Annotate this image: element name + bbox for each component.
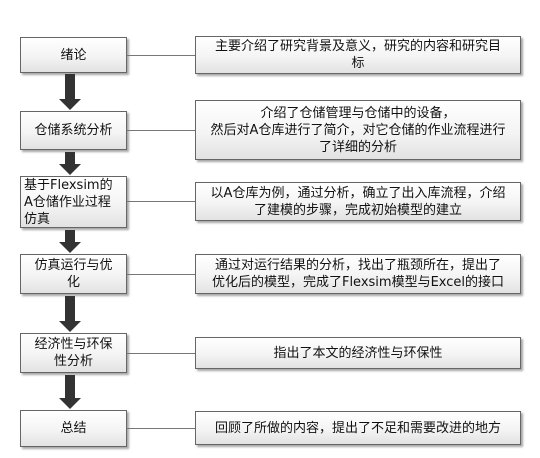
step-label: 仓储系统分析 — [34, 122, 112, 139]
step-label: 总结 — [60, 420, 86, 437]
step-label-line: 仿真 — [24, 211, 51, 227]
connector-line — [127, 353, 195, 354]
connector-line — [127, 274, 195, 275]
step-label-line: 绪论 — [60, 47, 87, 63]
down-arrow-icon — [59, 152, 81, 175]
description-box-flexsim-simulation: 以A仓库为例，通过分析，确立了出入库流程，介绍 了建模的步骤，完成初始模型的建立 — [195, 182, 521, 221]
step-label-line: A仓储作业过程 — [24, 194, 111, 210]
description-line: 然后对A仓库进行了简介，对它仓储的作业流程进行 — [210, 122, 506, 138]
description-line: 了建模的步骤，完成初始模型的建立 — [253, 202, 462, 218]
description-box-conclusion: 回顾了所做的内容，提出了不足和需要改进的地方 — [195, 411, 521, 445]
description-line: 回顾了所做的内容，提出了不足和需要改进的地方 — [214, 420, 501, 436]
connector-line — [127, 428, 195, 429]
step-label-line: 仓储系统分析 — [34, 123, 113, 138]
description-box-simulation-optimization: 通过对运行结果的分析，找出了瓶颈所在，提出了 优化后的模型，完成了Flexsim… — [195, 254, 521, 294]
step-label: 绪论 — [60, 47, 86, 64]
step-label: 仿真运行与优 化 — [34, 257, 112, 291]
step-box-flexsim-simulation: 基于Flexsim的 A仓储作业过程 仿真 — [20, 176, 127, 228]
step-label-line: 化 — [66, 275, 80, 290]
step-box-warehouse-analysis: 仓储系统分析 — [20, 111, 127, 150]
connector-line — [127, 201, 195, 202]
description-text: 回顾了所做的内容，提出了不足和需要改进的地方 — [215, 420, 501, 437]
step-label-line: 经济性与环保 — [34, 337, 113, 352]
description-line: 标 — [351, 56, 365, 71]
step-label-line: 仿真运行与优 — [34, 258, 113, 273]
description-text: 介绍了仓储管理与仓储中的设备， 然后对A仓库进行了简介，对它仓储的作业流程进行 … — [211, 105, 506, 156]
description-line: 主要介绍了研究背景及意义，研究的内容和研究目 — [214, 39, 501, 54]
step-box-economic-environmental: 经济性与环保 性分析 — [20, 333, 127, 373]
description-box-economic-environmental: 指出了本文的经济性与环保性 — [195, 337, 521, 369]
down-arrow-icon — [59, 74, 81, 110]
description-line: 以A仓库为例，通过分析，确立了出入库流程，介绍 — [210, 185, 506, 201]
down-arrow-icon — [59, 230, 81, 253]
description-line: 了详细的分析 — [318, 139, 397, 155]
step-box-introduction: 绪论 — [20, 37, 127, 73]
step-label-line: 基于Flexsim的 — [24, 177, 113, 193]
connector-line — [127, 55, 195, 56]
description-text: 以A仓库为例，通过分析，确立了出入库流程，介绍 了建模的步骤，完成初始模型的建立 — [211, 185, 506, 219]
description-text: 主要介绍了研究背景及意义，研究的内容和研究目 标 — [215, 38, 501, 72]
description-line: 通过对运行结果的分析，找出了瓶颈所在，提出了 — [214, 258, 501, 273]
step-box-simulation-optimization: 仿真运行与优 化 — [20, 254, 127, 294]
description-line: 指出了本文的经济性与环保性 — [273, 345, 443, 361]
connector-line — [127, 130, 195, 131]
step-label: 基于Flexsim的 A仓储作业过程 仿真 — [24, 177, 113, 228]
step-label-line: 总结 — [60, 421, 87, 436]
step-box-conclusion: 总结 — [20, 410, 127, 447]
down-arrow-icon — [59, 375, 81, 409]
description-box-introduction: 主要介绍了研究背景及意义，研究的内容和研究目 标 — [195, 36, 521, 74]
step-label: 经济性与环保 性分析 — [34, 336, 112, 370]
description-line: 优化后的模型，完成了Flexsim模型与Excel的接口 — [211, 275, 505, 290]
step-label-line: 性分析 — [53, 354, 93, 369]
down-arrow-icon — [59, 296, 81, 332]
description-box-warehouse-analysis: 介绍了仓储管理与仓储中的设备， 然后对A仓库进行了简介，对它仓储的作业流程进行 … — [195, 100, 521, 160]
description-text: 指出了本文的经济性与环保性 — [273, 345, 442, 362]
description-line: 介绍了仓储管理与仓储中的设备， — [260, 105, 456, 121]
description-text: 通过对运行结果的分析，找出了瓶颈所在，提出了 优化后的模型，完成了Flexsim… — [212, 257, 504, 291]
